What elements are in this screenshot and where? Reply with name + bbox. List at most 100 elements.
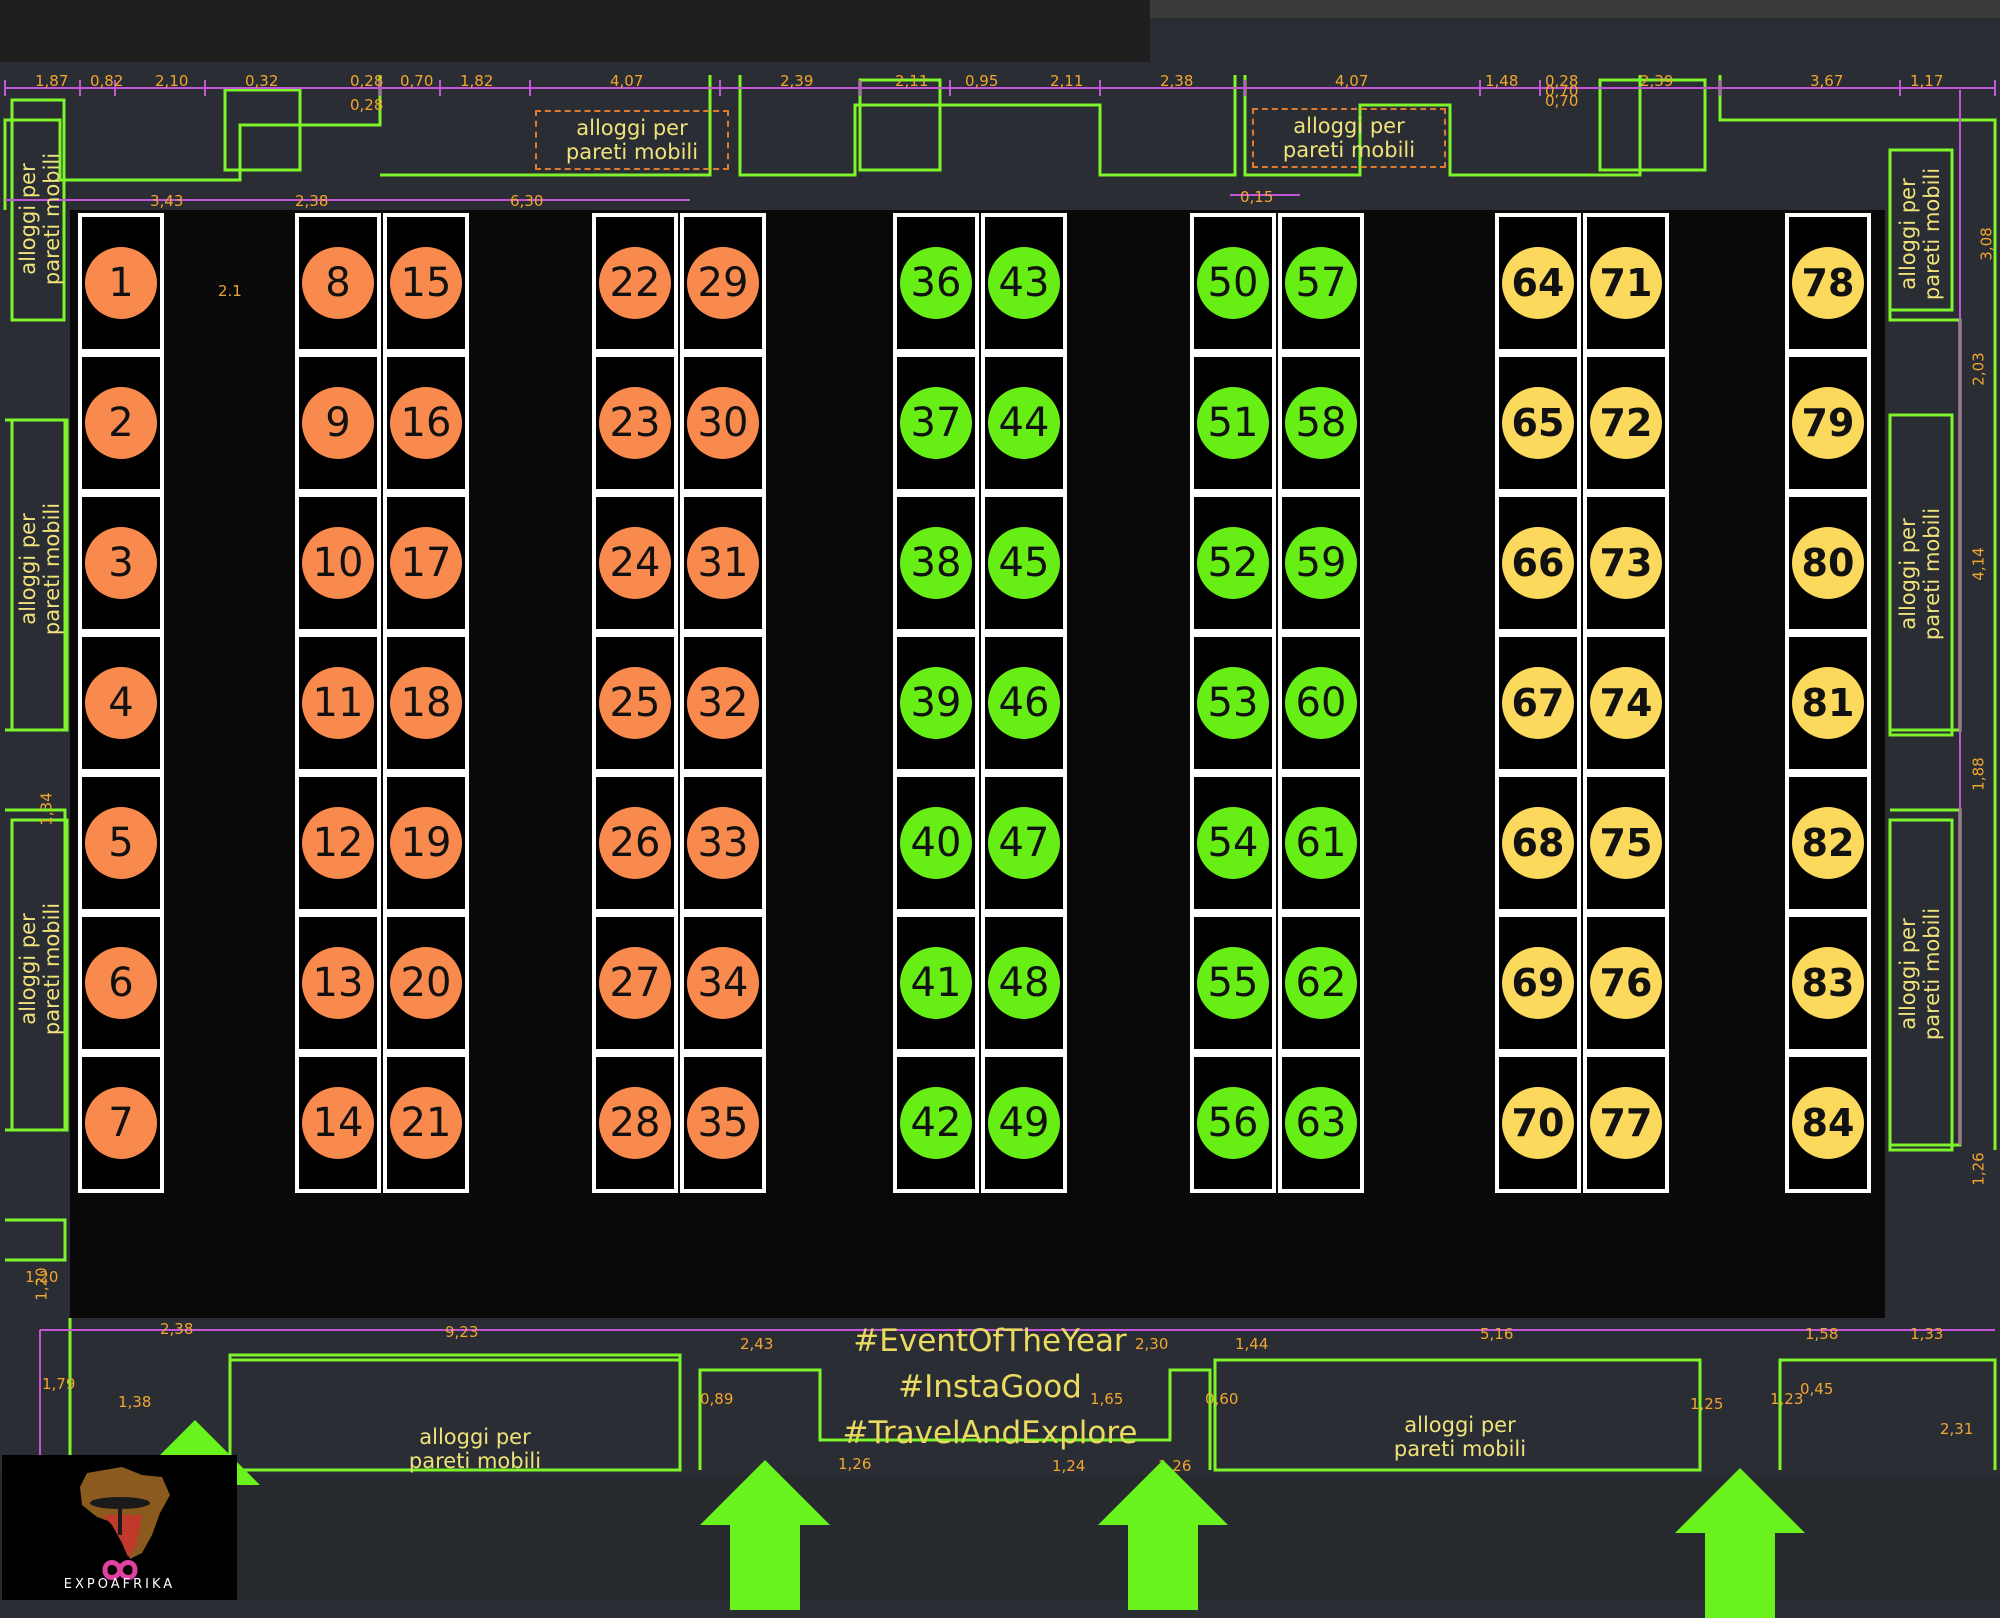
booth-6[interactable]: 6 — [78, 913, 164, 1053]
booth-62[interactable]: 62 — [1278, 913, 1364, 1053]
booth-24[interactable]: 24 — [592, 493, 678, 633]
booth-5[interactable]: 5 — [78, 773, 164, 913]
booth-37[interactable]: 37 — [893, 353, 979, 493]
booth-61[interactable]: 61 — [1278, 773, 1364, 913]
booth-22[interactable]: 22 — [592, 213, 678, 353]
booth-19[interactable]: 19 — [383, 773, 469, 913]
booth-49[interactable]: 49 — [981, 1053, 1067, 1193]
booth-16[interactable]: 16 — [383, 353, 469, 493]
booth-25[interactable]: 25 — [592, 633, 678, 773]
booth-30[interactable]: 30 — [680, 353, 766, 493]
booth-74[interactable]: 74 — [1583, 633, 1669, 773]
booth-65[interactable]: 65 — [1495, 353, 1581, 493]
dimension-label: 2,39 — [780, 72, 814, 90]
booth-2[interactable]: 2 — [78, 353, 164, 493]
booth-14[interactable]: 14 — [295, 1053, 381, 1193]
booth-39[interactable]: 39 — [893, 633, 979, 773]
booth-43[interactable]: 43 — [981, 213, 1067, 353]
dimension-label: 1,44 — [1235, 1335, 1269, 1353]
booth-48[interactable]: 48 — [981, 913, 1067, 1053]
booth-number: 71 — [1590, 247, 1662, 319]
booth-73[interactable]: 73 — [1583, 493, 1669, 633]
booth-68[interactable]: 68 — [1495, 773, 1581, 913]
booth-38[interactable]: 38 — [893, 493, 979, 633]
booth-21[interactable]: 21 — [383, 1053, 469, 1193]
booth-69[interactable]: 69 — [1495, 913, 1581, 1053]
booth-47[interactable]: 47 — [981, 773, 1067, 913]
booth-50[interactable]: 50 — [1190, 213, 1276, 353]
booth-number: 61 — [1285, 807, 1357, 879]
booth-34[interactable]: 34 — [680, 913, 766, 1053]
booth-82[interactable]: 82 — [1785, 773, 1871, 913]
booth-56[interactable]: 56 — [1190, 1053, 1276, 1193]
booth-67[interactable]: 67 — [1495, 633, 1581, 773]
booth-number: 66 — [1502, 527, 1574, 599]
booth-8[interactable]: 8 — [295, 213, 381, 353]
booth-45[interactable]: 45 — [981, 493, 1067, 633]
booth-36[interactable]: 36 — [893, 213, 979, 353]
booth-20[interactable]: 20 — [383, 913, 469, 1053]
booth-70[interactable]: 70 — [1495, 1053, 1581, 1193]
booth-41[interactable]: 41 — [893, 913, 979, 1053]
dimension-label: 2,03 — [1969, 352, 1988, 386]
booth-18[interactable]: 18 — [383, 633, 469, 773]
booth-84[interactable]: 84 — [1785, 1053, 1871, 1193]
booth-15[interactable]: 15 — [383, 213, 469, 353]
booth-33[interactable]: 33 — [680, 773, 766, 913]
booth-4[interactable]: 4 — [78, 633, 164, 773]
booth-number: 2 — [85, 387, 157, 459]
booth-12[interactable]: 12 — [295, 773, 381, 913]
booth-3[interactable]: 3 — [78, 493, 164, 633]
booth-27[interactable]: 27 — [592, 913, 678, 1053]
booth-66[interactable]: 66 — [1495, 493, 1581, 633]
booth-63[interactable]: 63 — [1278, 1053, 1364, 1193]
booth-44[interactable]: 44 — [981, 353, 1067, 493]
booth-32[interactable]: 32 — [680, 633, 766, 773]
booth-29[interactable]: 29 — [680, 213, 766, 353]
booth-81[interactable]: 81 — [1785, 633, 1871, 773]
booth-13[interactable]: 13 — [295, 913, 381, 1053]
booth-76[interactable]: 76 — [1583, 913, 1669, 1053]
wall-label-left-1: alloggi per pareti mobili — [16, 152, 64, 286]
booth-number: 42 — [900, 1087, 972, 1159]
booth-80[interactable]: 80 — [1785, 493, 1871, 633]
booth-number: 6 — [85, 947, 157, 1019]
booth-55[interactable]: 55 — [1190, 913, 1276, 1053]
booth-42[interactable]: 42 — [893, 1053, 979, 1193]
booth-54[interactable]: 54 — [1190, 773, 1276, 913]
booth-35[interactable]: 35 — [680, 1053, 766, 1193]
booth-58[interactable]: 58 — [1278, 353, 1364, 493]
booth-64[interactable]: 64 — [1495, 213, 1581, 353]
booth-17[interactable]: 17 — [383, 493, 469, 633]
booth-60[interactable]: 60 — [1278, 633, 1364, 773]
booth-72[interactable]: 72 — [1583, 353, 1669, 493]
booth-78[interactable]: 78 — [1785, 213, 1871, 353]
booth-46[interactable]: 46 — [981, 633, 1067, 773]
booth-number: 63 — [1285, 1087, 1357, 1159]
booth-71[interactable]: 71 — [1583, 213, 1669, 353]
booth-number: 80 — [1792, 527, 1864, 599]
booth-53[interactable]: 53 — [1190, 633, 1276, 773]
booth-83[interactable]: 83 — [1785, 913, 1871, 1053]
booth-51[interactable]: 51 — [1190, 353, 1276, 493]
booth-1[interactable]: 1 — [78, 213, 164, 353]
booth-52[interactable]: 52 — [1190, 493, 1276, 633]
booth-57[interactable]: 57 — [1278, 213, 1364, 353]
booth-number: 48 — [988, 947, 1060, 1019]
wall-label-bottom-right: alloggi per pareti mobili — [1393, 1413, 1527, 1461]
booth-9[interactable]: 9 — [295, 353, 381, 493]
booth-77[interactable]: 77 — [1583, 1053, 1669, 1193]
booth-75[interactable]: 75 — [1583, 773, 1669, 913]
booth-26[interactable]: 26 — [592, 773, 678, 913]
booth-7[interactable]: 7 — [78, 1053, 164, 1193]
booth-79[interactable]: 79 — [1785, 353, 1871, 493]
booth-number: 67 — [1502, 667, 1574, 739]
booth-59[interactable]: 59 — [1278, 493, 1364, 633]
booth-10[interactable]: 10 — [295, 493, 381, 633]
booth-number: 52 — [1197, 527, 1269, 599]
booth-40[interactable]: 40 — [893, 773, 979, 913]
booth-28[interactable]: 28 — [592, 1053, 678, 1193]
booth-11[interactable]: 11 — [295, 633, 381, 773]
booth-31[interactable]: 31 — [680, 493, 766, 633]
booth-23[interactable]: 23 — [592, 353, 678, 493]
